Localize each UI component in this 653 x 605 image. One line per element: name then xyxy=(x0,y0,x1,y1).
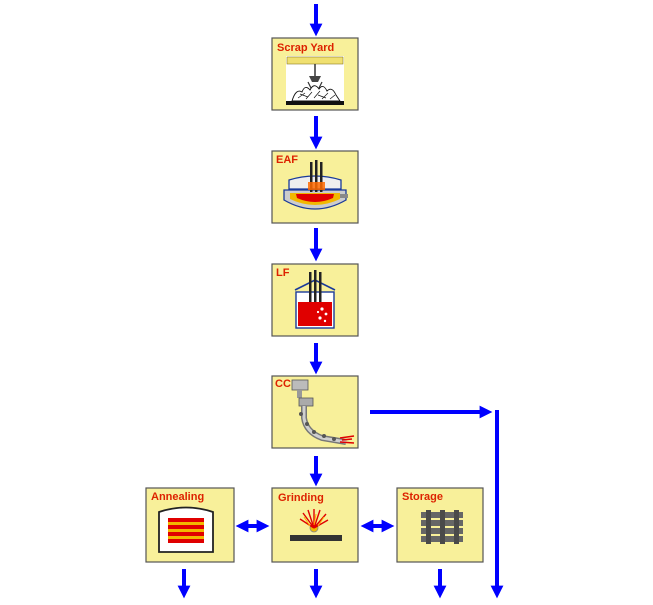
node-lf: LF xyxy=(271,263,359,337)
flow-arrows xyxy=(177,4,504,599)
node-scrap-yard: Scrap Yard xyxy=(271,37,359,111)
node-grinding: Grinding xyxy=(271,487,359,563)
annealing-furnace-icon xyxy=(158,506,214,553)
node-annealing: Annealing xyxy=(145,487,235,563)
node-storage: Storage xyxy=(396,487,484,563)
node-cc: CC xyxy=(271,375,359,449)
node-label-annealing: Annealing xyxy=(151,491,204,503)
ladle-furnace-icon xyxy=(294,270,336,329)
node-label-scrap-yard: Scrap Yard xyxy=(277,42,334,54)
node-eaf: EAF xyxy=(271,150,359,224)
grinding-sparks-icon xyxy=(290,509,342,541)
crane-scrap-pile-icon xyxy=(286,56,344,105)
continuous-caster-icon xyxy=(291,379,355,445)
node-label-lf: LF xyxy=(276,267,290,279)
stacked-bars-icon xyxy=(421,510,463,544)
node-label-eaf: EAF xyxy=(276,154,298,166)
node-label-grinding: Grinding xyxy=(278,492,324,504)
node-label-storage: Storage xyxy=(402,491,443,503)
electric-arc-furnace-icon xyxy=(283,160,348,210)
node-label-cc: CC xyxy=(275,378,291,390)
